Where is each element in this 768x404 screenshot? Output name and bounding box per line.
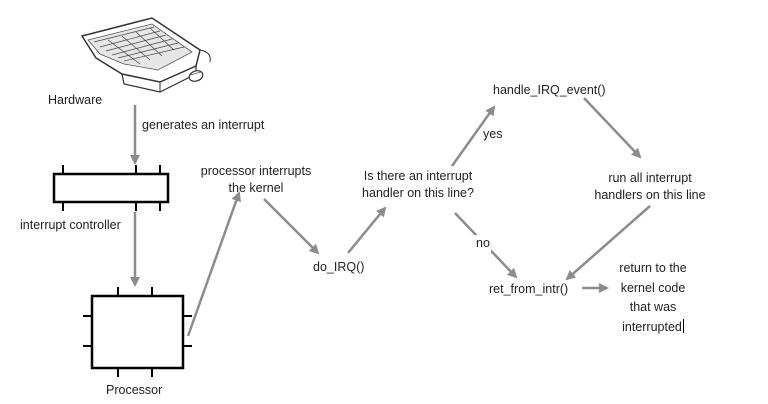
handle-irq-event-label: handle_IRQ_event() (493, 83, 606, 97)
hardware-label: Hardware (48, 93, 103, 107)
arrow-run-to-ret (565, 205, 651, 281)
mouse-icon (188, 70, 204, 82)
generates-interrupt-label: generates an interrupt (142, 118, 265, 132)
arrow-kernel-to-doirq (263, 198, 320, 255)
processor-interrupts-label: processor interrupts the kernel (186, 163, 326, 197)
interrupt-controller-box (52, 165, 170, 211)
return-line-4-wrap: interrupted (608, 318, 698, 338)
ret-from-intr-label: ret_from_intr() (489, 282, 569, 296)
run-all-line-1: run all interrupt (608, 171, 692, 185)
run-all-line-2: handlers on this line (594, 188, 706, 202)
interrupt-controller-label: interrupt controller (20, 217, 121, 234)
arrow-handle-to-run (583, 97, 642, 159)
decision-line-1: Is there an interrupt (363, 169, 473, 183)
processor-chip (83, 287, 192, 377)
return-line-4: interrupted (622, 319, 682, 334)
processor-label: Processor (106, 383, 163, 397)
arrow-doirq-to-decision (347, 206, 387, 254)
return-line-2: kernel code (620, 280, 686, 295)
keyboard-icon (80, 17, 211, 93)
decision-line-2: handler on this line? (362, 186, 474, 200)
return-to-kernel-label: return to the kernel code that was inter… (608, 259, 698, 337)
text-cursor (682, 318, 684, 333)
processor-interrupts-line-1: processor interrupts (200, 164, 312, 178)
return-line-1: return to the (619, 261, 687, 275)
no-label: no (475, 235, 491, 252)
run-all-handlers-label: run all interrupt handlers on this line (580, 170, 720, 204)
decision-label: Is there an interrupt handler on this li… (343, 168, 493, 202)
arrow-decision-to-handle (450, 105, 496, 167)
return-line-3: that was (629, 300, 677, 314)
arrow-processor-to-kernel (186, 191, 242, 337)
do-irq-label: do_IRQ() (313, 260, 365, 274)
yes-label: yes (482, 126, 504, 143)
processor-interrupts-line-2: the kernel (228, 181, 284, 195)
